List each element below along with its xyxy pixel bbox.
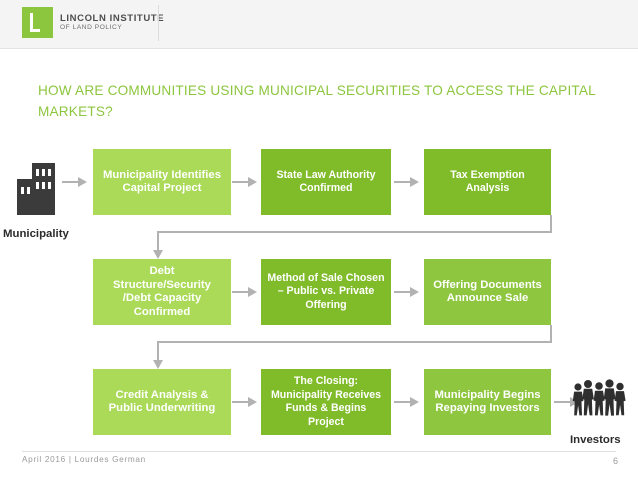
page-number: 6	[612, 456, 618, 466]
footer-divider	[22, 451, 616, 452]
brand-logo: LINCOLN INSTITUTE OF LAND POLICY	[22, 7, 164, 38]
arrow-step4-to-step5-icon	[232, 287, 258, 297]
step-box-state-law-authority[interactable]: State Law Authority Confirmed	[261, 149, 391, 215]
end-label: Investors	[570, 434, 621, 446]
slide-header-bar: LINCOLN INSTITUTE OF LAND POLICY	[0, 0, 638, 49]
logo-line-1: LINCOLN INSTITUTE	[60, 12, 165, 24]
connector-row1-vertical	[550, 215, 552, 233]
arrow-row2-to-row3-icon	[153, 341, 163, 369]
step-box-method-of-sale[interactable]: Method of Sale Chosen – Public vs. Priva…	[261, 259, 391, 325]
step-box-municipality-identifies[interactable]: Municipality Identifies Capital Project	[93, 149, 231, 215]
municipal-building-icon	[16, 163, 62, 215]
arrow-step1-to-step2-icon	[232, 177, 258, 187]
logo-line-2: OF LAND POLICY	[60, 23, 123, 31]
step-box-debt-structure[interactable]: Debt Structure/Security /Debt Capacity C…	[93, 259, 231, 325]
start-label: Municipality	[3, 228, 69, 240]
footer-attribution: April 2016 | Lourdes German	[22, 455, 146, 464]
step-box-tax-exemption[interactable]: Tax Exemption Analysis	[424, 149, 551, 215]
step-box-offering-documents[interactable]: Offering Documents Announce Sale	[424, 259, 551, 325]
step-box-the-closing[interactable]: The Closing: Municipality Receives Funds…	[261, 369, 391, 435]
step-box-credit-analysis[interactable]: Credit Analysis & Public Underwriting	[93, 369, 231, 435]
investors-people-icon	[572, 376, 630, 418]
connector-row2-vertical	[550, 325, 552, 343]
step-box-municipality-repaying[interactable]: Municipality Begins Repaying Investors	[424, 369, 551, 435]
arrow-step7-to-step8-icon	[232, 397, 258, 407]
arrow-row1-to-row2-icon	[153, 231, 163, 259]
header-divider	[158, 5, 159, 41]
arrow-municipality-to-step1-icon	[62, 177, 88, 187]
arrow-step5-to-step6-icon	[394, 287, 420, 297]
arrow-step9-to-investors-icon	[554, 397, 580, 407]
connector-row2-horizontal	[157, 341, 552, 343]
connector-row1-horizontal	[157, 231, 552, 233]
page-title: HOW ARE COMMUNITIES USING MUNICIPAL SECU…	[38, 83, 596, 119]
arrow-step2-to-step3-icon	[394, 177, 420, 187]
arrow-step8-to-step9-icon	[394, 397, 420, 407]
lincoln-institute-logo-mark-icon	[22, 7, 53, 38]
